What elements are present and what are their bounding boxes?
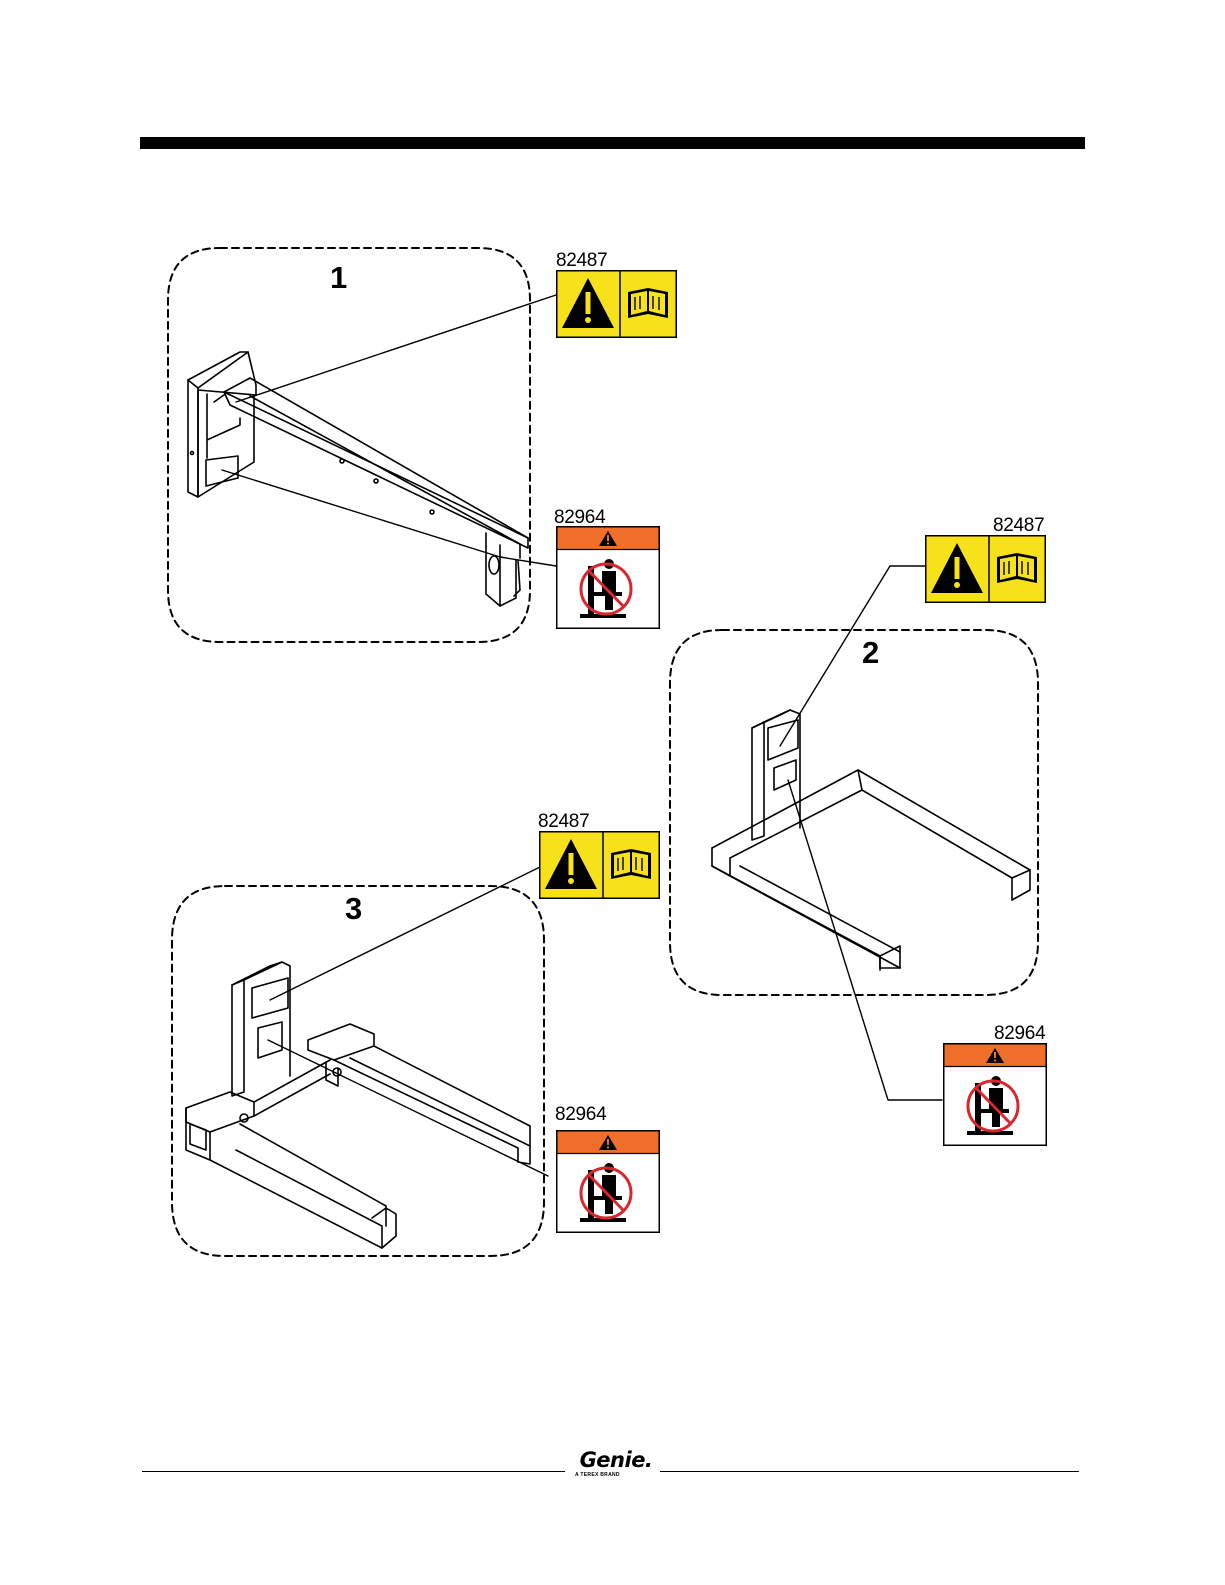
bracket-1-drawing <box>188 352 528 606</box>
decal-part-number: 82964 <box>555 1105 606 1124</box>
manual-book-icon <box>611 849 651 879</box>
decal-82964-no-riding <box>556 526 660 629</box>
detail-frame-2 <box>670 630 1038 995</box>
brand-tagline: A TEREX BRAND <box>571 1472 661 1478</box>
fork-frame-2-drawing <box>712 710 1030 970</box>
decal-part-number: 82487 <box>538 812 589 831</box>
decal-part-number: 82487 <box>556 251 607 270</box>
decal-82964-no-riding <box>943 1043 1047 1146</box>
decal-82487-warning-manual <box>556 270 677 338</box>
callout-3: 3 <box>345 893 362 924</box>
fork-3-drawing <box>186 962 530 1248</box>
footer-rule-left <box>142 1471 565 1472</box>
callout-1: 1 <box>330 262 347 293</box>
detail-frame-1 <box>168 248 530 642</box>
manual-book-icon <box>628 288 668 318</box>
decal-82487-warning-manual <box>539 831 660 899</box>
brand-wordmark: Genie. <box>571 1450 661 1471</box>
decal-part-number: 82964 <box>994 1024 1045 1043</box>
genie-logo: Genie. A TEREX BRAND <box>571 1450 661 1478</box>
decal-82964-no-riding <box>556 1130 660 1233</box>
decal-82487-warning-manual <box>925 535 1046 603</box>
leader-lines <box>222 295 942 1176</box>
callout-2: 2 <box>862 637 879 668</box>
footer-rule-right <box>660 1471 1079 1472</box>
decal-part-number: 82964 <box>554 508 605 527</box>
manual-book-icon <box>997 553 1037 583</box>
decal-part-number: 82487 <box>993 516 1044 535</box>
